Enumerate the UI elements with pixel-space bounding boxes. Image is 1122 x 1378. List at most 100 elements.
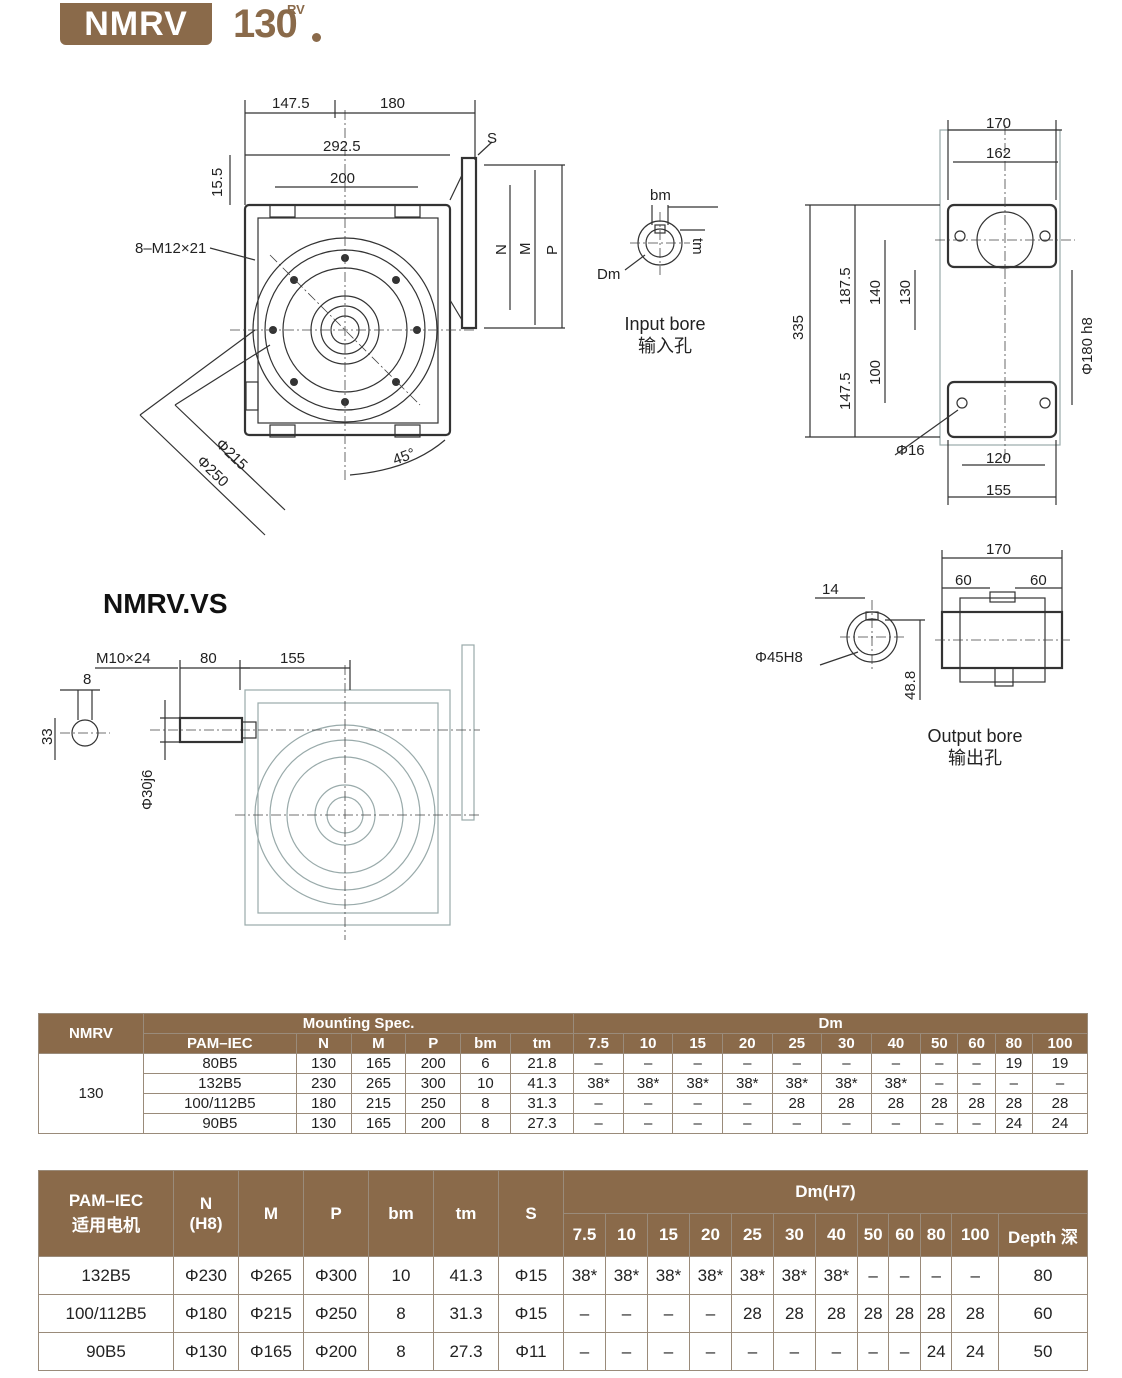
col-m: M bbox=[238, 1170, 304, 1257]
table-cell: 19 bbox=[994, 1053, 1033, 1074]
dim-155: 155 bbox=[986, 482, 1011, 499]
table-cell: – bbox=[646, 1294, 690, 1333]
front-view: 147.5 180 292.5 200 15.5 S N M P 8–M12×2… bbox=[135, 95, 565, 536]
dim-n: N bbox=[493, 244, 510, 255]
table-cell: – bbox=[573, 1113, 624, 1134]
dim-130: 130 bbox=[897, 280, 914, 305]
table-cell: 28 bbox=[772, 1294, 816, 1333]
table-cell: 38* bbox=[772, 1256, 816, 1295]
t1-col-5: tm bbox=[509, 1033, 575, 1054]
col-nmrv: NMRV bbox=[38, 1013, 144, 1054]
table-cell: Φ250 bbox=[303, 1294, 369, 1333]
t1-col-1: N bbox=[295, 1033, 352, 1054]
t1-dm-col-6: 40 bbox=[870, 1033, 922, 1054]
t1-col-0: PAM–IEC bbox=[143, 1033, 297, 1054]
table-cell: 60 bbox=[998, 1294, 1088, 1333]
table-cell: – bbox=[821, 1053, 872, 1074]
dim-60a: 60 bbox=[955, 572, 972, 589]
table-cell: – bbox=[771, 1113, 823, 1134]
input-bore-en: Input bore bbox=[624, 314, 706, 334]
table-cell: 19 bbox=[1031, 1053, 1089, 1074]
dim-tm: tm bbox=[689, 238, 706, 255]
col-tm: tm bbox=[433, 1170, 499, 1257]
vs-view: M10×24 80 155 8 33 Φ30j6 bbox=[39, 644, 480, 940]
t2-dm-col-2: 15 bbox=[646, 1213, 690, 1257]
dim-162: 162 bbox=[986, 145, 1011, 162]
table-cell: – bbox=[622, 1093, 674, 1114]
table-cell: 38* bbox=[672, 1073, 723, 1094]
table-cell: 38* bbox=[821, 1073, 872, 1094]
table-cell: 24 bbox=[994, 1113, 1033, 1134]
vs-section-title: NMRV.VS bbox=[103, 588, 228, 619]
table-cell: – bbox=[856, 1256, 890, 1295]
t2-dm-col-9: 80 bbox=[919, 1213, 953, 1257]
table-cell: – bbox=[870, 1053, 922, 1074]
table-cell: – bbox=[920, 1113, 959, 1134]
table-cell: 80B5 bbox=[143, 1053, 297, 1074]
output-bore-detail: 170 60 60 14 Φ45H8 48.8 bbox=[755, 541, 1070, 700]
t1-col-2: M bbox=[350, 1033, 407, 1054]
dim-80: 80 bbox=[200, 650, 217, 667]
table-cell: 165 bbox=[350, 1113, 407, 1134]
col-n: N(H8) bbox=[173, 1170, 239, 1257]
table-cell: Φ165 bbox=[238, 1332, 304, 1371]
table-cell: 38* bbox=[688, 1256, 732, 1295]
t1-dm-col-3: 20 bbox=[721, 1033, 773, 1054]
table-cell: Φ15 bbox=[498, 1294, 564, 1333]
table-cell: 41.3 bbox=[433, 1256, 499, 1295]
dim-angle: 45° bbox=[391, 445, 418, 469]
table-cell: – bbox=[604, 1332, 648, 1371]
table-cell: 28 bbox=[920, 1093, 959, 1114]
size-cell: 130 bbox=[38, 1053, 144, 1134]
technical-drawing: 147.5 180 292.5 200 15.5 S N M P 8–M12×2… bbox=[39, 95, 1096, 940]
dim-p: P bbox=[544, 245, 561, 255]
table-cell: – bbox=[688, 1294, 732, 1333]
t2-dm-col-6: 40 bbox=[814, 1213, 858, 1257]
col-dm-h7: Dm(H7) bbox=[563, 1170, 1088, 1214]
table-cell: 200 bbox=[405, 1113, 462, 1134]
dim-m: M bbox=[517, 243, 534, 256]
table-cell: Φ215 bbox=[238, 1294, 304, 1333]
col-dm: Dm bbox=[573, 1013, 1088, 1034]
t2-dm-col-3: 20 bbox=[688, 1213, 732, 1257]
model-suffix: RV bbox=[287, 2, 305, 17]
table-cell: 28 bbox=[888, 1294, 921, 1333]
table-cell: 28 bbox=[814, 1294, 858, 1333]
dim-15-5: 15.5 bbox=[209, 168, 226, 197]
t1-dm-col-9: 80 bbox=[994, 1033, 1033, 1054]
dim-33: 33 bbox=[39, 728, 56, 745]
t2-dm-col-8: 60 bbox=[888, 1213, 921, 1257]
output-bore-caption: Output bore 输出孔 bbox=[910, 725, 1040, 769]
dim-120: 120 bbox=[986, 450, 1011, 467]
dim-48-8: 48.8 bbox=[902, 671, 919, 700]
table-cell: – bbox=[688, 1332, 732, 1371]
dim-335: 335 bbox=[790, 315, 807, 340]
table-cell: 31.3 bbox=[509, 1093, 575, 1114]
input-bore-detail: bm tm Dm bbox=[597, 187, 718, 283]
dim-200: 200 bbox=[330, 170, 355, 187]
dim-147-5b: 147.5 bbox=[837, 372, 854, 410]
table-cell: 80 bbox=[998, 1256, 1088, 1295]
table-cell: 250 bbox=[405, 1093, 462, 1114]
table-cell: – bbox=[994, 1073, 1033, 1094]
dim-s: S bbox=[487, 130, 497, 147]
table-cell: 230 bbox=[295, 1073, 352, 1094]
table-cell: 10 bbox=[368, 1256, 434, 1295]
t1-dm-col-0: 7.5 bbox=[573, 1033, 624, 1054]
table-cell: 28 bbox=[1031, 1093, 1089, 1114]
t2-dm-col-4: 25 bbox=[730, 1213, 774, 1257]
table-cell: 6 bbox=[460, 1053, 511, 1074]
dim-140: 140 bbox=[867, 280, 884, 305]
table-cell: – bbox=[622, 1113, 674, 1134]
table-cell: Φ265 bbox=[238, 1256, 304, 1295]
dim-180: 180 bbox=[380, 95, 405, 112]
dim-170: 170 bbox=[986, 115, 1011, 132]
col-p: P bbox=[303, 1170, 369, 1257]
table-cell: 100/112B5 bbox=[38, 1294, 174, 1333]
table-cell: 8 bbox=[460, 1093, 511, 1114]
